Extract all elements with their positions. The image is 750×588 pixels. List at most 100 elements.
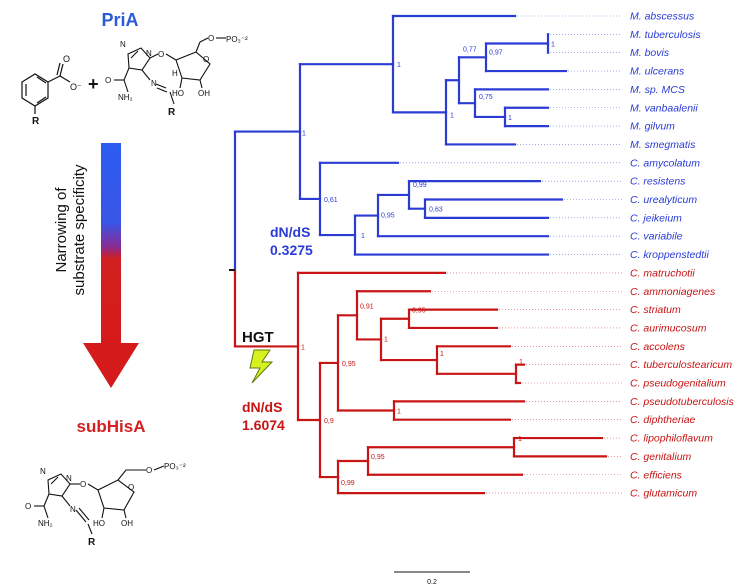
support-value: 1: [440, 351, 444, 358]
support-value: 1: [384, 336, 388, 343]
ring-o-label: O: [158, 50, 164, 59]
imidazole-double-bond: [130, 50, 139, 59]
support-value: 1: [508, 115, 512, 122]
o-label: O: [208, 34, 214, 43]
taxon-label: M. tuberculosis: [630, 29, 701, 41]
phosphate-label: PO₃⁻²: [226, 35, 248, 44]
benzene-ring: [21, 73, 49, 107]
taxon-label: M. smegmatis: [630, 139, 696, 151]
c2-oh-bond: [123, 509, 127, 519]
c2-oh-bond: [199, 79, 203, 89]
support-value: 1: [450, 112, 454, 119]
carboxylate-bond: [59, 75, 71, 83]
ho-label: HO: [93, 519, 105, 528]
support-value: 0,91: [360, 304, 374, 311]
support-value: 1: [301, 344, 305, 351]
amide-o-label: O: [25, 502, 31, 511]
o-c-bond: [165, 53, 177, 61]
scale-bar-label: 0.2: [427, 579, 437, 586]
plus-sign: +: [88, 74, 99, 94]
imidazole-double-bond: [50, 476, 59, 485]
imine-bond: [141, 69, 151, 81]
c3-oh-bond: [101, 507, 105, 519]
support-value: 0,95: [412, 308, 426, 315]
imine-n-label: N: [70, 505, 76, 514]
red-dnds-value: 1.6074: [242, 417, 285, 433]
taxon-label: C. accolens: [630, 341, 686, 353]
imine-r-bond: [169, 91, 175, 105]
taxon-label: C. ammoniagenes: [630, 286, 716, 298]
ribose-o-label: O: [128, 483, 134, 492]
taxon-label: C. striatum: [630, 304, 681, 316]
arrow-head: [83, 343, 139, 388]
n-o-bond: [149, 53, 159, 59]
ribose-o-label: O: [203, 55, 209, 64]
benzoate-structure: [21, 62, 71, 114]
carbonyl-bond: [56, 62, 61, 76]
amide-n-bond: [123, 79, 129, 93]
c5-bond: [195, 41, 201, 53]
support-value: 1: [551, 42, 555, 49]
r-group-label: R: [32, 116, 40, 127]
amide-nh2-label: NH₂: [118, 93, 133, 102]
carbonyl-o-label: O: [63, 54, 70, 64]
taxon-label: C. pseudogenitalium: [630, 378, 726, 390]
amide-n-bond: [43, 505, 49, 519]
pria-title: PriA: [101, 10, 138, 30]
r-group-label: R: [88, 537, 96, 548]
taxon-label: M. vanbaalenii: [630, 102, 698, 114]
support-value: 1: [518, 436, 522, 443]
imine-double-bond: [78, 507, 90, 521]
support-value: 1: [302, 131, 306, 138]
arrow-label-line1: Narrowing of: [53, 187, 70, 273]
taxon-label: C. urealyticum: [630, 194, 697, 206]
amide-o-label: O: [105, 76, 111, 85]
taxon-label: C. glutamicum: [630, 488, 697, 500]
taxon-label: C. amycolatum: [630, 157, 700, 169]
blue-dnds-value: 0.3275: [270, 242, 313, 258]
hgt-label: HGT: [242, 329, 274, 346]
oh-label: OH: [121, 519, 133, 528]
taxon-label: C. jeikeium: [630, 212, 682, 224]
taxon-label: C. lipophiloflavum: [630, 433, 713, 445]
taxon-label: M. sp. MCS: [630, 84, 685, 96]
ribose-ring: [97, 479, 135, 511]
imine-n-label: N: [151, 79, 157, 88]
o-p-bond: [153, 465, 165, 471]
carboxyl-bond: [47, 75, 61, 83]
blue-dnds-label: dN/dS: [270, 224, 310, 240]
support-value: 0,95: [371, 454, 385, 461]
carbonyl-bond: [59, 63, 64, 77]
taxon-label: C. variabile: [630, 231, 683, 243]
taxon-label: M. abscessus: [630, 11, 695, 23]
taxon-label: M. gilvum: [630, 121, 675, 133]
c3-oh-bond: [179, 77, 183, 89]
support-value: 0,77: [463, 46, 477, 53]
taxon-label: C. aurimucosum: [630, 322, 707, 334]
taxon-label: C. matruchotii: [630, 267, 695, 279]
taxon-label: C. efficiens: [630, 469, 683, 481]
imine-bond: [61, 495, 71, 507]
support-value: 0,9: [324, 418, 334, 425]
arrow-label: Narrowing of substrate specificity: [53, 164, 88, 295]
benzene-double-bond: [36, 76, 47, 84]
support-value: 0,95: [381, 213, 395, 220]
amide-bond: [123, 67, 130, 81]
support-value: 0,61: [324, 197, 338, 204]
arrow-shaft: [101, 143, 121, 343]
support-value: 0,97: [489, 50, 503, 57]
ribose-ring: [175, 51, 211, 81]
support-value: 0,95: [342, 361, 356, 368]
subhisa-substrate-structure: [34, 465, 165, 535]
taxon-label: C. kroppenstedtii: [630, 249, 709, 261]
imine-double-bond: [156, 87, 168, 93]
ring-n-label: N: [146, 49, 152, 58]
imidazole-ring: [47, 473, 71, 497]
support-value: 0,63: [429, 207, 443, 214]
amide-bond: [43, 493, 50, 507]
ring-n-label: N: [40, 467, 46, 476]
red-dnds-label: dN/dS: [242, 399, 282, 415]
support-value: 0,99: [341, 480, 355, 487]
